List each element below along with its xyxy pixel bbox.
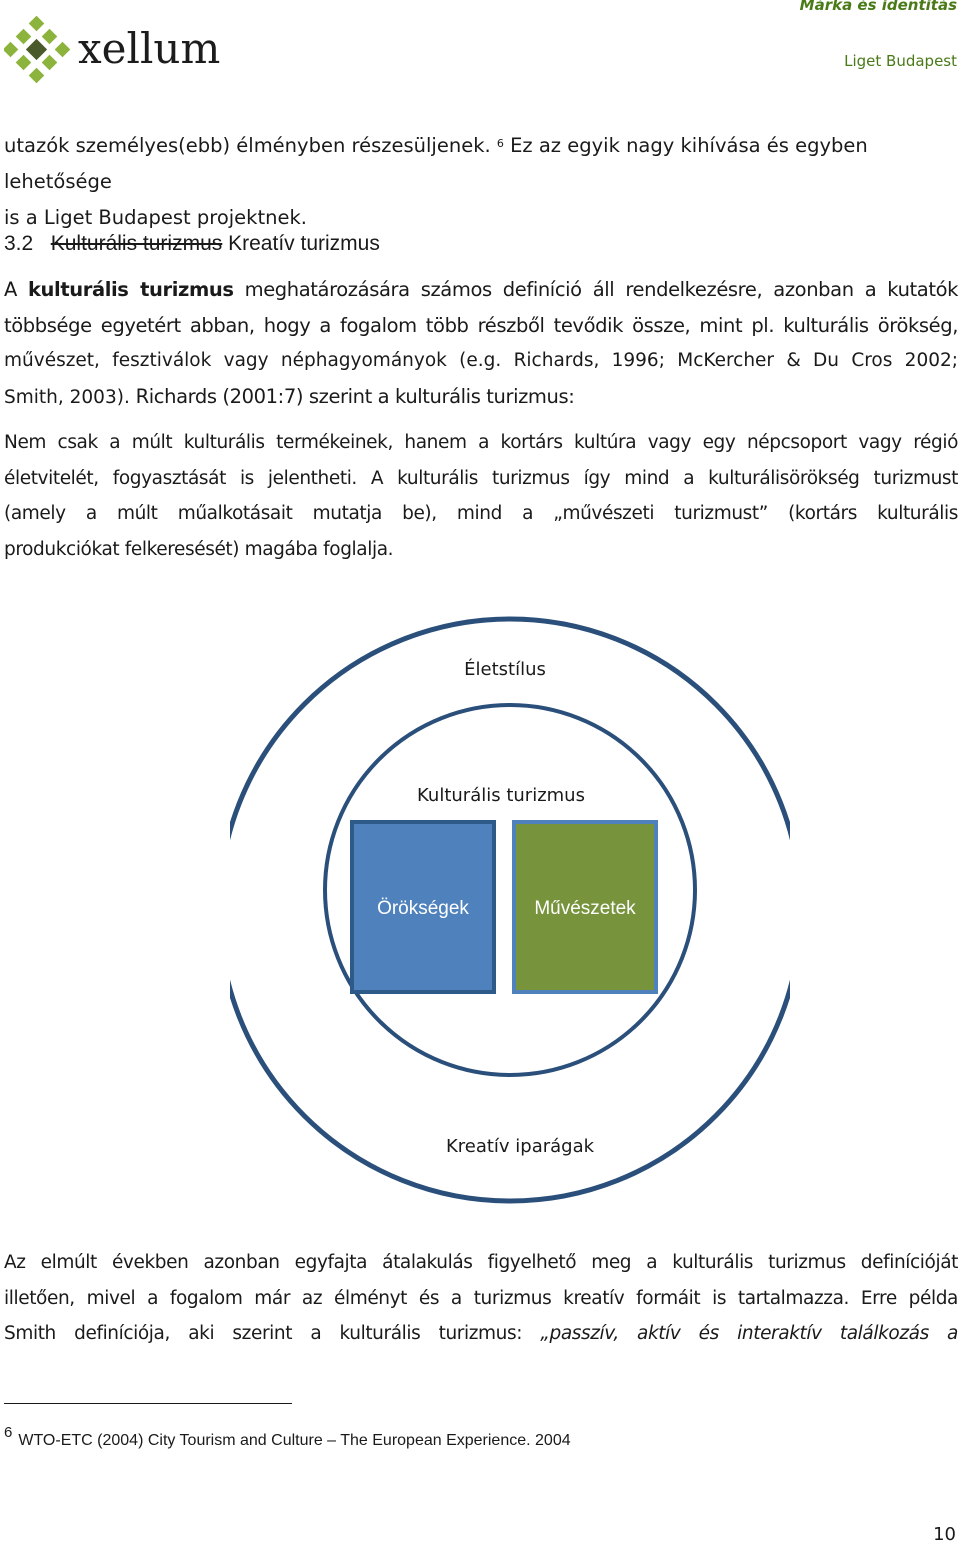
intro-line-1: utazók személyes(ebb) élményben részesül… [4, 134, 868, 193]
para2-line-4: produkciókat felkeresését) magába foglal… [4, 538, 394, 560]
para2-line-1: Nem csak a múlt kulturális termékeinek, … [4, 432, 958, 453]
para3-line-2: illetően, mivel a fogalom már az élményt… [4, 1287, 958, 1309]
para3-line-3: Smith definíciója, aki szerint a kulturá… [4, 1323, 958, 1344]
creative-industries-label: Kreatív iparágak [445, 1136, 595, 1157]
heritage-box [350, 820, 496, 994]
transformation-paragraph: Az elmúlt években azonban egyfajta átala… [4, 1245, 958, 1352]
section-struck-title: Kulturális turizmus [50, 232, 223, 255]
footnote-ref[interactable]: 6 [496, 137, 504, 150]
para1-line-1: A kulturális turizmus meghatározására sz… [4, 278, 958, 301]
para2-line-2: életvitelét, fogyasztását is jelentheti.… [4, 467, 958, 489]
xellum-logo: xellum [2, 15, 244, 88]
page-number: 10 [933, 1524, 956, 1545]
section-number: 3.2 [4, 232, 34, 255]
footnote: 6 WTO-ETC (2004) City Tourism and Culture… [4, 1424, 571, 1450]
header-location: Liget Budapest [844, 52, 957, 70]
header-brand-title: Márka és identitás [799, 0, 957, 14]
para3-italic-quote: „passzív, aktív és interaktív találkozás… [540, 1323, 958, 1344]
intro-line-2: is a Liget Budapest projektnek. [4, 206, 307, 229]
heritage-label: Örökségek [377, 898, 469, 919]
quote-paragraph: Nem csak a múlt kulturális termékeinek, … [4, 425, 958, 567]
para1-line-4: Smith, 2003). Richards (2001:7) szerint … [4, 384, 575, 408]
logo-wordmark: xellum [78, 24, 220, 73]
diamond-logo-icon: xellum [2, 15, 220, 84]
section-heading: 3.2 Kulturális turizmus Kreatív turizmus [4, 228, 380, 260]
para1-bold-term: kulturális turizmus [27, 278, 234, 301]
footnote-text: WTO-ETC (2004) City Tourism and Culture … [18, 1432, 571, 1449]
intro-paragraph: utazók személyes(ebb) élményben részesül… [4, 128, 958, 236]
inner-circle [323, 703, 697, 1077]
para3-line-1: Az elmúlt években azonban egyfajta átala… [4, 1252, 958, 1273]
para2-line-3: (amely a múlt műalkotásait mutatja be), … [4, 503, 958, 524]
footnote-divider [4, 1403, 292, 1404]
section-title: Kreatív turizmus [228, 232, 380, 255]
footnote-number: 6 [4, 1424, 13, 1441]
diagram-svg [216, 616, 804, 1204]
arts-label: Művészetek [534, 898, 636, 919]
para1-line-2: többsége egyetért abban, hogy a fogalom … [4, 313, 958, 337]
tourism-diagram: Életstílus Kulturális turizmus Örökségek… [216, 608, 804, 1208]
lifestyle-label: Életstílus [464, 659, 546, 680]
para1-line-3: művészet, fesztiválok vagy néphagyományo… [4, 350, 958, 371]
definition-paragraph: A kulturális turizmus meghatározására sz… [4, 272, 958, 415]
arts-box [512, 820, 658, 994]
cultural-tourism-label: Kulturális turizmus [417, 785, 585, 806]
